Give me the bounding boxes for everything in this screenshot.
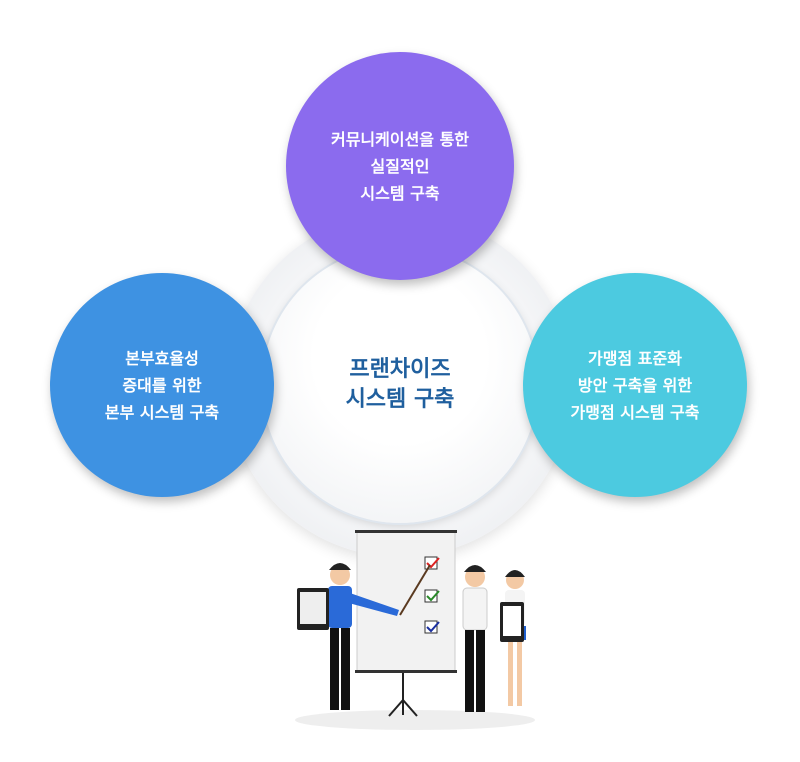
woman-with-tablet <box>500 570 526 706</box>
inner-ring <box>262 247 538 523</box>
center-title: 프랜차이즈 시스템 구축 <box>300 355 500 415</box>
communication-circle: 커뮤니케이션을 통한 실질적인 시스템 구축 <box>286 52 514 280</box>
presentation-illustration <box>295 530 535 730</box>
franchisee-circle: 가맹점 표준화 방안 구축을 위한 가맹점 시스템 구축 <box>523 273 747 497</box>
circle-line: 가맹점 시스템 구축 <box>570 402 700 422</box>
circle-line: 시스템 구축 <box>360 183 440 203</box>
circle-line: 방안 구축을 위한 <box>577 375 693 395</box>
center-line: 프랜차이즈 <box>349 357 451 382</box>
circle-line: 실질적인 <box>370 156 430 176</box>
center-line: 시스템 구축 <box>345 387 455 412</box>
circle-line: 본부 시스템 구축 <box>104 402 220 422</box>
circle-line: 가맹점 표준화 <box>588 348 682 368</box>
circle-line: 증대를 위한 <box>122 375 202 395</box>
man-with-tablet <box>297 563 399 710</box>
man-pointing <box>462 565 488 712</box>
circle-line: 본부효율성 <box>125 348 199 368</box>
circle-line: 커뮤니케이션을 통한 <box>330 129 470 149</box>
headquarters-circle: 본부효율성 증대를 위한 본부 시스템 구축 <box>50 273 274 497</box>
checkbox-icon <box>424 556 440 634</box>
easel-board <box>355 530 457 717</box>
